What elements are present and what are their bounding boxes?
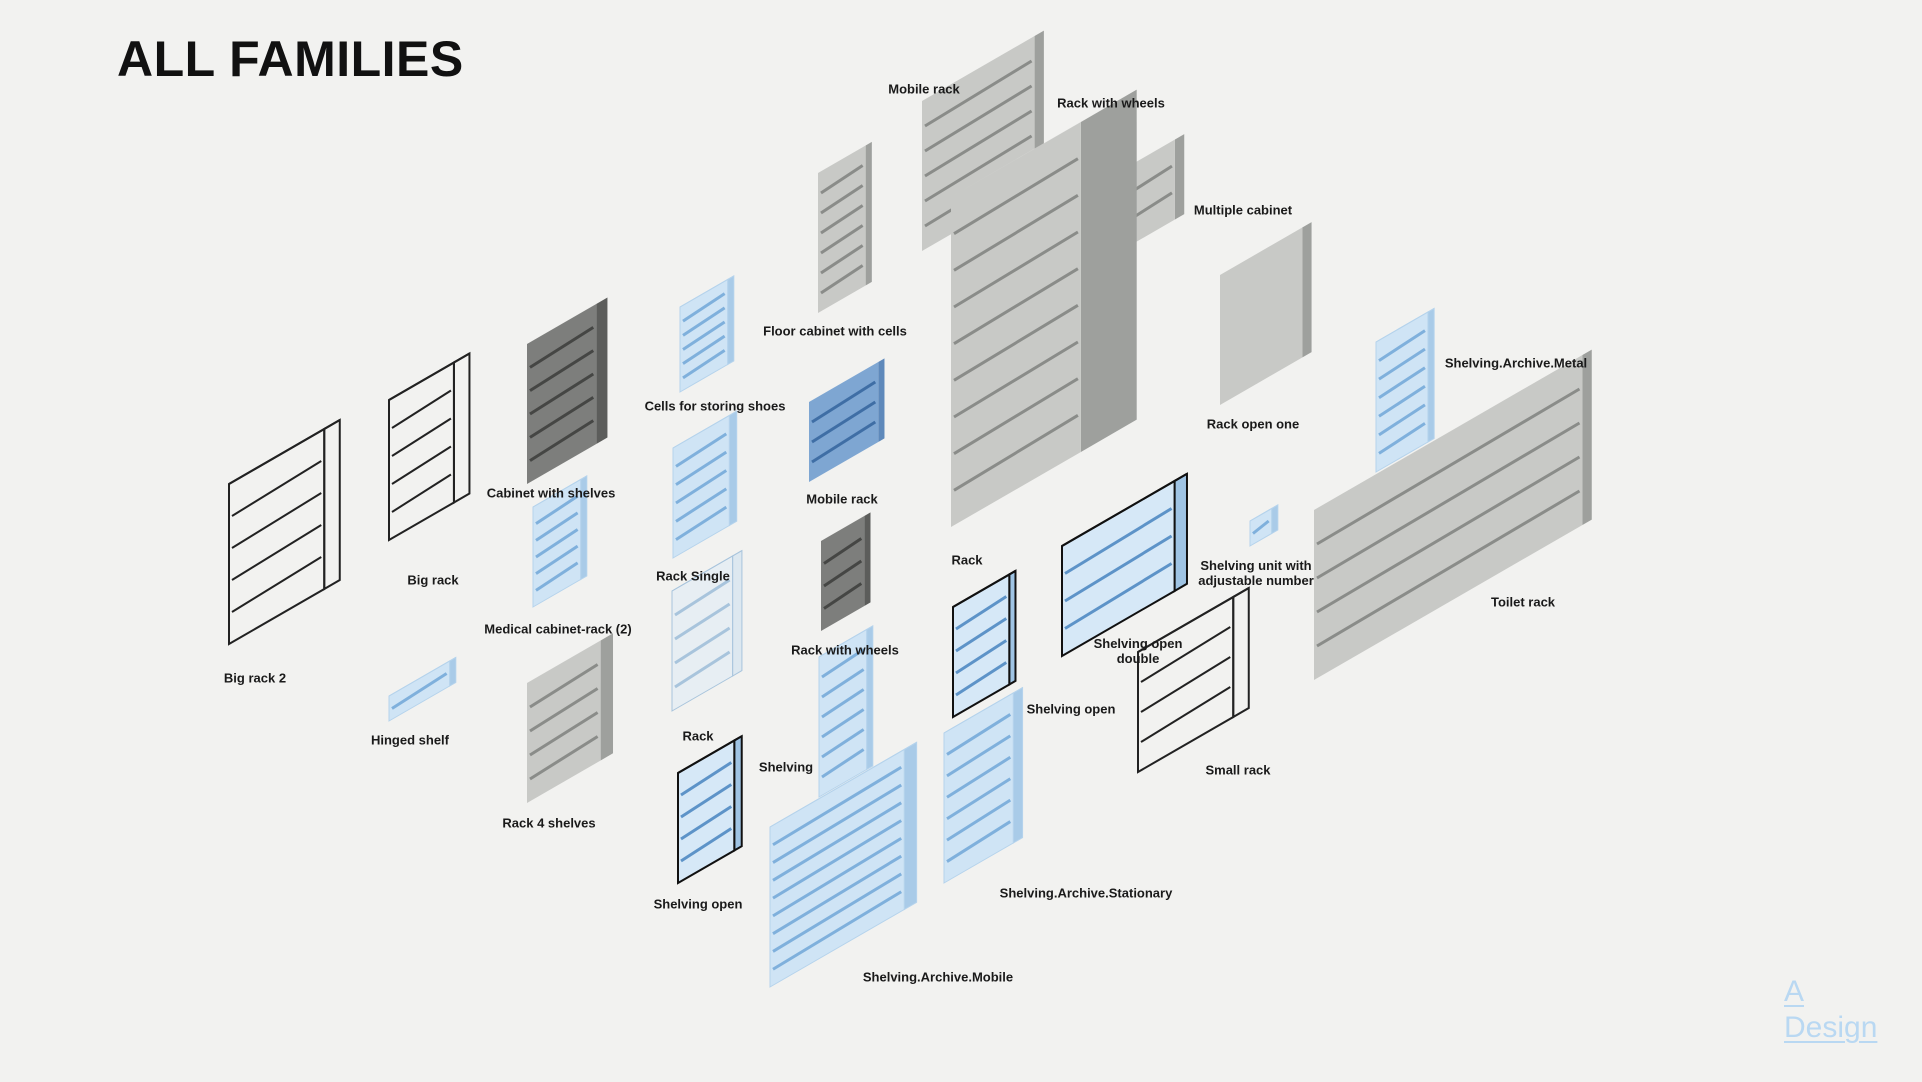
label-floor-cabinet-with-cells: Floor cabinet with cells bbox=[763, 323, 907, 339]
shelving-illustration bbox=[818, 625, 874, 798]
rack-glass-illustration bbox=[671, 549, 743, 712]
rack-4-shelves-illustration bbox=[527, 633, 614, 803]
label-mobile-rack-blue: Mobile rack bbox=[806, 491, 878, 507]
label-hinged-shelf: Hinged shelf bbox=[370, 732, 450, 748]
label-rack-with-wheels-small: Rack with wheels bbox=[791, 642, 899, 658]
shelving-unit-adjustable-illustration bbox=[1249, 504, 1279, 547]
label-cells-for-storing-shoes: Cells for storing shoes bbox=[644, 398, 786, 414]
logo-line-1: A bbox=[1784, 975, 1805, 1008]
label-big-rack: Big rack bbox=[407, 572, 459, 588]
shelving-open-double-illustration bbox=[1061, 472, 1188, 658]
label-big-rack-2: Big rack 2 bbox=[223, 670, 287, 686]
label-mobile-rack-top: Mobile rack bbox=[888, 81, 960, 97]
label-cabinet-with-shelves: Cabinet with shelves bbox=[486, 485, 616, 501]
logo-line-2: Design bbox=[1784, 1011, 1878, 1044]
hinged-shelf-illustration bbox=[388, 656, 457, 722]
big-rack-illustration bbox=[388, 351, 471, 542]
page-title: ALL FAMILIES bbox=[117, 31, 464, 87]
medical-cabinet-rack-illustration bbox=[532, 475, 588, 608]
shelving-archive-metal-illustration bbox=[1375, 307, 1435, 473]
label-medical-cabinet-rack: Medical cabinet-rack (2) bbox=[484, 621, 632, 637]
toilet-rack-illustration bbox=[1314, 349, 1592, 680]
rack-with-wheels-small-illustration bbox=[821, 512, 871, 631]
label-rack-single: Rack Single bbox=[656, 568, 730, 584]
label-shelving: Shelving bbox=[758, 759, 814, 775]
label-shelving-archive-mobile: Shelving.Archive.Mobile bbox=[862, 969, 1014, 985]
shelving-open-bottom-illustration bbox=[677, 734, 743, 885]
cells-for-storing-shoes-illustration bbox=[679, 275, 735, 393]
label-shelving-archive-metal: Shelving.Archive.Metal bbox=[1444, 355, 1588, 371]
label-small-rack: Small rack bbox=[1205, 762, 1271, 778]
big-rack-2-illustration bbox=[228, 418, 341, 646]
shelving-archive-mobile-illustration bbox=[769, 741, 918, 988]
label-shelving-archive-stationary: Shelving.Archive.Stationary bbox=[999, 885, 1173, 901]
rack-open-one-illustration bbox=[1220, 222, 1312, 405]
small-rack-illustration bbox=[1137, 586, 1250, 774]
label-shelving-open-mid: Shelving open bbox=[1026, 701, 1116, 717]
a-design-logo: A Design bbox=[1784, 974, 1877, 1046]
label-multiple-cabinet: Multiple cabinet bbox=[1193, 202, 1293, 218]
label-rack-glass: Rack bbox=[682, 728, 714, 744]
shelving-open-mid-illustration bbox=[952, 569, 1017, 719]
rack-single-illustration bbox=[672, 410, 738, 559]
label-toilet-rack: Toilet rack bbox=[1490, 594, 1556, 610]
label-shelving-open-double: Shelving open double bbox=[1093, 636, 1183, 666]
mobile-rack-blue-illustration bbox=[809, 358, 885, 482]
label-rack-open-one: Rack open one bbox=[1206, 416, 1300, 432]
label-shelving-unit-adjustable: Shelving unit with adjustable number bbox=[1198, 558, 1314, 588]
cabinet-with-shelves-illustration bbox=[527, 297, 608, 484]
label-rack-with-wheels-top: Rack with wheels bbox=[1057, 95, 1165, 111]
label-shelving-open-bottom: Shelving open bbox=[653, 896, 743, 912]
floor-cabinet-with-cells-illustration bbox=[818, 141, 872, 313]
shelving-archive-stationary-illustration bbox=[943, 686, 1024, 884]
label-rack-big: Rack bbox=[951, 552, 983, 568]
rack-big-illustration bbox=[951, 89, 1137, 527]
label-rack-4-shelves: Rack 4 shelves bbox=[502, 815, 596, 831]
